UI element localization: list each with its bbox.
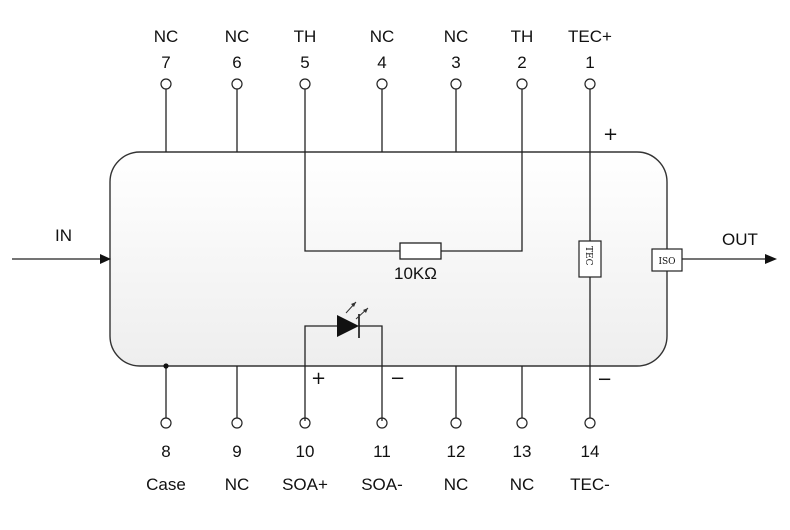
pin-number: 10: [296, 442, 315, 461]
tec-element: TEC + −: [578, 124, 618, 390]
pin-name: TH: [294, 27, 317, 46]
pin-name: TEC-: [570, 475, 610, 494]
pin-number: 6: [232, 53, 241, 72]
pin-terminal: [584, 78, 596, 90]
soa-minus-sign: −: [390, 368, 405, 389]
top-pin-1: TEC+ 1: [568, 27, 612, 152]
soa-diode-circuit: + −: [304, 301, 405, 421]
input-arrow-icon: [100, 254, 111, 264]
input-label: IN: [55, 226, 72, 245]
tec-minus-sign: −: [597, 369, 612, 390]
output-label: OUT: [722, 230, 758, 249]
output-port: ISO OUT: [651, 230, 777, 272]
soa-plus-sign: +: [311, 368, 326, 389]
top-pin-7: NC 7: [154, 27, 179, 152]
output-arrow-icon: [765, 254, 777, 264]
pin-number: 12: [447, 442, 466, 461]
pin-name: NC: [154, 27, 179, 46]
top-pin-2: TH 2: [511, 27, 534, 152]
pin-number: 8: [161, 442, 170, 461]
isolator-label: ISO: [658, 257, 675, 267]
pin-terminal: [299, 78, 311, 90]
pin-name: NC: [444, 475, 469, 494]
pin-terminal: [376, 78, 388, 90]
pin-number: 9: [232, 442, 241, 461]
pin-terminal: [584, 417, 596, 429]
pin-name: TH: [511, 27, 534, 46]
pin-name: NC: [370, 27, 395, 46]
pin-name: SOA-: [361, 475, 403, 494]
pin-terminal: [516, 78, 528, 90]
thermistor-circuit: 10KΩ: [304, 152, 523, 283]
pin-name: SOA+: [282, 475, 328, 494]
pin-name: NC: [225, 27, 250, 46]
top-pin-6: NC 6: [225, 27, 250, 152]
pin-name: NC: [225, 475, 250, 494]
input-port: IN: [12, 226, 111, 264]
thermistor-resistor: [399, 242, 442, 260]
pin-name: NC: [444, 27, 469, 46]
pin-terminal: [450, 78, 462, 90]
pin-number: 13: [513, 442, 532, 461]
pin-terminal: [160, 417, 172, 429]
pin-terminal: [450, 417, 462, 429]
pin-name: TEC+: [568, 27, 612, 46]
pin-name: NC: [510, 475, 535, 494]
pin-terminal: [231, 417, 243, 429]
pin-terminal: [160, 78, 172, 90]
bottom-pin-9: 9NC: [225, 366, 250, 494]
pin-number: 3: [451, 53, 460, 72]
top-pin-4: NC 4: [370, 27, 395, 152]
pin-name: Case: [146, 475, 186, 494]
pin-number: 14: [581, 442, 600, 461]
case-connection-dot: [163, 363, 169, 369]
thermistor-label: 10KΩ: [394, 264, 437, 283]
top-pin-5: TH 5: [294, 27, 317, 152]
pin-number: 5: [300, 53, 309, 72]
pin-number: 7: [161, 53, 170, 72]
isolator-box: [651, 248, 683, 272]
tec-label: TEC: [583, 246, 593, 266]
tec-plus-sign: +: [603, 124, 618, 145]
pin-terminal: [231, 78, 243, 90]
pin-terminal: [516, 417, 528, 429]
diode-triangle: [337, 315, 359, 337]
tec-box: [578, 240, 602, 278]
top-pin-3: NC 3: [444, 27, 469, 152]
pin-number: 4: [377, 53, 386, 72]
pin-number: 11: [373, 442, 391, 461]
pin-number: 1: [585, 53, 594, 72]
pin-number: 2: [517, 53, 526, 72]
